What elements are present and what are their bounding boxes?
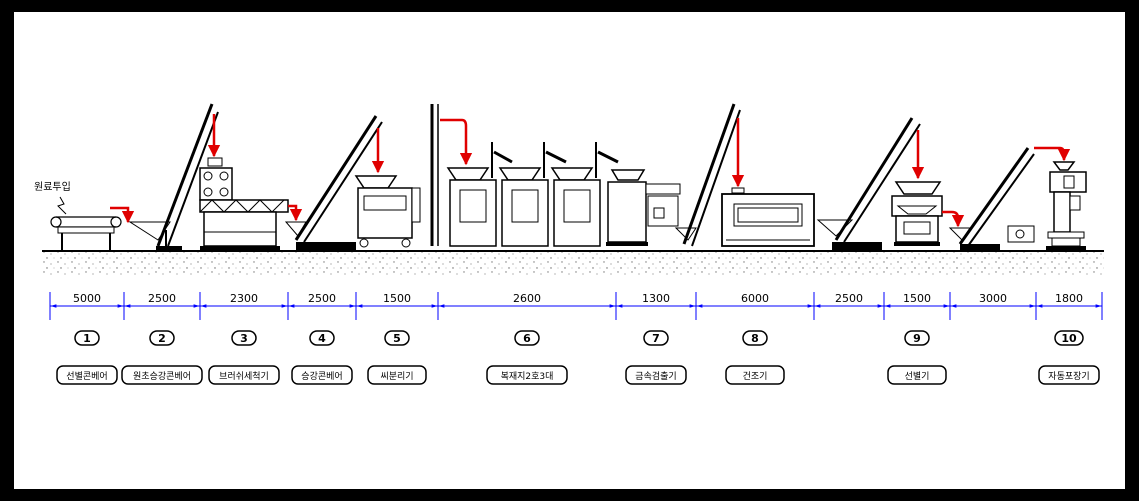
- station-name-box: [625, 365, 687, 385]
- station-number: 5: [393, 332, 401, 345]
- dimension-value: 5000: [73, 292, 101, 305]
- station-number-badge: [149, 330, 175, 346]
- station-number-badge: [309, 330, 335, 346]
- station-name-box: [486, 365, 568, 385]
- station-number-badge: [742, 330, 768, 346]
- station-number: 8: [751, 332, 759, 345]
- station-number-badge: [904, 330, 930, 346]
- station-name-box: [208, 365, 280, 385]
- dimension-value: 2500: [835, 292, 863, 305]
- dimension-value: 3000: [979, 292, 1007, 305]
- station-name: 자동포장기: [1048, 371, 1089, 382]
- flow-arrow: [110, 206, 135, 224]
- station-name: 선별기: [905, 371, 930, 382]
- station-name-box: [725, 365, 785, 385]
- station-label-group: 1 선별콘베어 2 원초승강콘베어 3 브러쉬세척기 4 승강콘베어 5 씨분리기 6 복재지2호3대…: [56, 330, 1100, 385]
- equipment-sorter-incline-conveyor: [816, 117, 921, 251]
- station-number-badge: [74, 330, 100, 346]
- equipment-sorter: [891, 181, 943, 246]
- dimension-value: 2300: [230, 292, 258, 305]
- dimension-value: 2500: [308, 292, 336, 305]
- station-name-box: [291, 365, 353, 385]
- station-number: 3: [240, 332, 248, 345]
- equipment-sorting-conveyor: 원료투입: [34, 180, 122, 251]
- equipment-dryer-incline-conveyor: [674, 103, 741, 247]
- station-number: 2: [158, 332, 166, 345]
- station-name: 원초승강콘베어: [133, 371, 191, 382]
- station-number: 9: [913, 332, 921, 345]
- equipment-seed-separator: [354, 104, 439, 248]
- flow-arrow: [440, 118, 473, 166]
- station-name-box: [56, 365, 118, 385]
- equipment-incline-conveyor: [284, 115, 383, 251]
- station-number-badge: [231, 330, 257, 346]
- station-name: 건조기: [743, 371, 768, 382]
- station-number: 7: [652, 332, 660, 345]
- dimension-value: 1500: [383, 292, 411, 305]
- flow-arrow: [1034, 146, 1071, 162]
- station-name-box: [1038, 365, 1100, 385]
- dimension-value: 2600: [513, 292, 541, 305]
- equipment-packer-incline-conveyor: [948, 147, 1035, 251]
- equipment-auto-packer: [1046, 161, 1087, 251]
- station-number-badge: [1054, 330, 1084, 346]
- intake-label: 원료투입: [34, 180, 71, 193]
- station-name: 선별콘베어: [66, 371, 107, 382]
- equipment-metal-detector: [606, 169, 681, 246]
- station-number-badge: [384, 330, 410, 346]
- dimension-value: 6000: [741, 292, 769, 305]
- station-number: 6: [523, 332, 531, 345]
- station-name: 씨분리기: [380, 371, 413, 382]
- dimension-value: 1500: [903, 292, 931, 305]
- equipment-three-units: [446, 142, 619, 247]
- station-name: 승강콘베어: [301, 371, 342, 382]
- station-number: 1: [83, 332, 91, 345]
- drawing-frame: 원료투입: [14, 12, 1125, 489]
- dimension-value: 2500: [148, 292, 176, 305]
- station-name: 브러쉬세척기: [219, 371, 269, 382]
- dimension-value: 1800: [1055, 292, 1083, 305]
- station-name: 복재지2호3대: [501, 371, 554, 382]
- flow-arrow: [942, 210, 965, 228]
- equipment-raw-incline-conveyor: [128, 103, 219, 251]
- ground: [42, 250, 1104, 276]
- dimension-value: 1300: [642, 292, 670, 305]
- flow-arrow: [288, 204, 303, 222]
- station-name-box: [887, 365, 947, 385]
- station-name-box: [121, 365, 203, 385]
- station-number: 4: [318, 332, 326, 345]
- station-number: 10: [1061, 332, 1077, 345]
- equipment-dryer: [721, 187, 815, 247]
- equipment-brush-washer: [199, 157, 289, 251]
- dimension-group: 5000 2500 2300 2500 1500 2600 1300 6000 2500 1500…: [49, 292, 1103, 320]
- station-name: 금속검출기: [635, 370, 676, 382]
- station-number-badge: [643, 330, 669, 346]
- process-line-diagram: 원료투입: [34, 103, 1104, 385]
- station-number-badge: [514, 330, 540, 346]
- station-name-box: [367, 365, 427, 385]
